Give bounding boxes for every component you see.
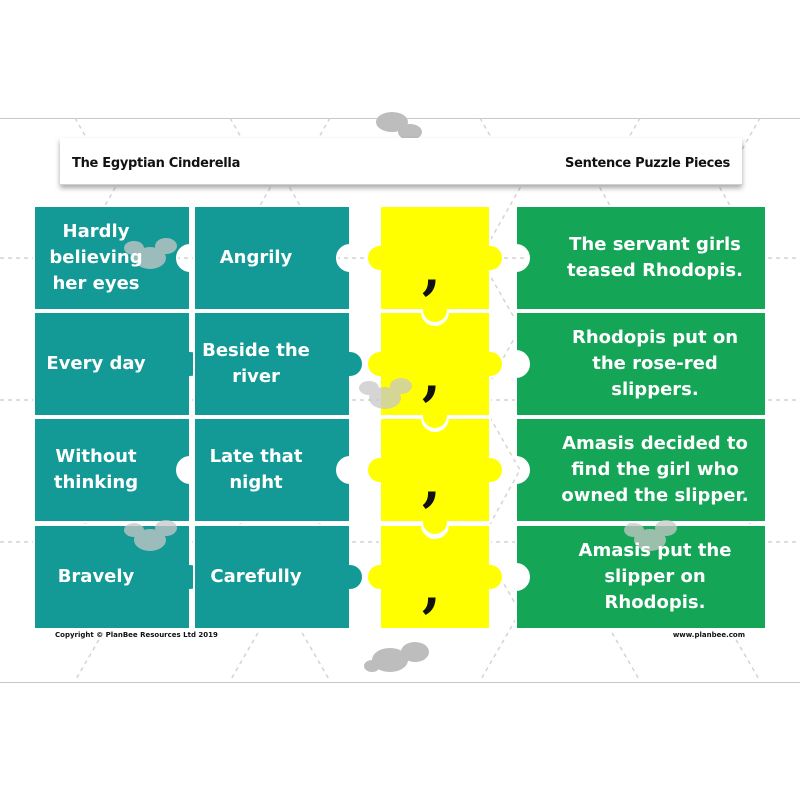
comma-piece-mark[interactable]: , (422, 343, 441, 407)
adverb-piece[interactable] (193, 311, 364, 417)
comma-piece[interactable] (366, 311, 504, 430)
opener-piece-text[interactable]: Hardly believing her eyes (49, 221, 143, 294)
clause-piece[interactable] (515, 311, 767, 417)
clause-piece-text[interactable]: Amasis decided to find the girl who owne… (561, 433, 749, 506)
opener-piece-text[interactable]: Every day (46, 353, 146, 374)
adverb-piece[interactable] (193, 205, 351, 311)
worksheet-subtitle: Sentence Puzzle Pieces (565, 156, 730, 171)
clause-piece[interactable] (515, 205, 767, 311)
clause-piece-text[interactable]: The servant girls teased Rhodopis. (567, 234, 743, 281)
opener-piece[interactable] (33, 417, 191, 523)
comma-piece[interactable] (366, 205, 504, 324)
adverb-piece-text[interactable]: Late that night (209, 446, 303, 493)
copyright-text: Copyright © PlanBee Resources Ltd 2019 (55, 631, 218, 639)
adverb-piece-text[interactable]: Angrily (219, 247, 293, 268)
clause-piece-text[interactable]: Amasis put the slipper on Rhodopis. (578, 540, 732, 613)
comma-piece[interactable] (366, 524, 504, 630)
opener-piece[interactable] (33, 205, 191, 311)
opener-piece-text[interactable]: Without thinking (53, 446, 139, 493)
worksheet-title: The Egyptian Cinderella (72, 156, 241, 171)
bee-icon (624, 520, 677, 551)
bee-icon (124, 520, 177, 551)
bee-icon (359, 378, 412, 409)
clause-piece[interactable] (515, 524, 767, 630)
adverb-piece-text[interactable]: Carefully (210, 566, 302, 587)
website-link[interactable]: www.planbee.com (672, 631, 745, 639)
clause-piece-text[interactable]: Rhodopis put on the rose-red slippers. (571, 327, 739, 400)
comma-piece-mark[interactable]: , (422, 555, 441, 619)
clause-piece[interactable] (515, 417, 767, 523)
worksheet-header: The Egyptian Cinderella Sentence Puzzle … (60, 138, 742, 185)
bee-icon (124, 238, 177, 269)
adverb-piece[interactable] (193, 417, 351, 523)
comma-piece[interactable] (366, 417, 504, 536)
comma-piece-mark[interactable]: , (422, 449, 441, 513)
adverb-piece-text[interactable]: Beside the river (202, 340, 310, 387)
adverb-piece[interactable] (193, 524, 364, 630)
comma-piece-mark[interactable]: , (422, 237, 441, 301)
opener-piece-text[interactable]: Bravely (57, 566, 135, 587)
